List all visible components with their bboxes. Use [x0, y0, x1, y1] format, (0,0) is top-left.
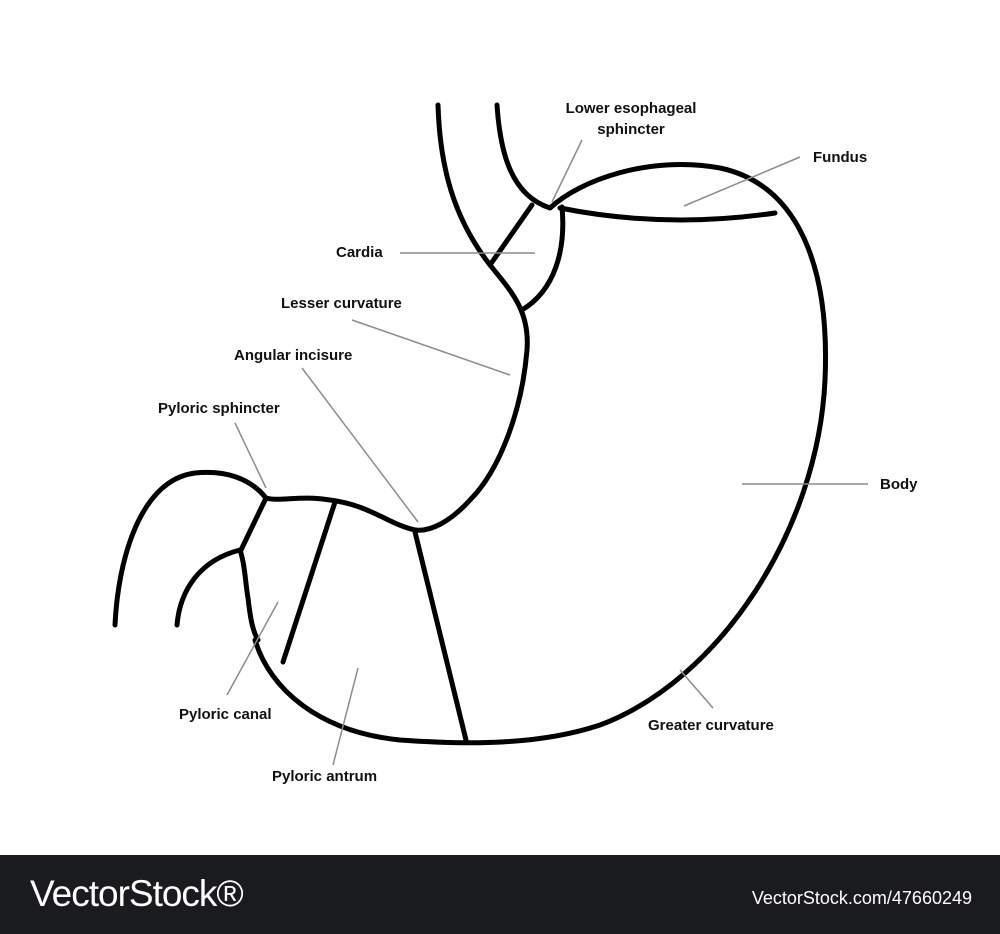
greater-curvature-line	[252, 102, 829, 746]
canal-antrum-divider	[280, 499, 338, 665]
label-lower-esophageal-2: sphincter	[597, 121, 665, 138]
leader-greater-curvature	[679, 669, 714, 709]
vectorstock-logo: VectorStock®	[30, 873, 244, 914]
labels: Lower esophageal sphincter Fundus Cardia…	[158, 100, 918, 785]
leader-pyloric-antrum	[332, 667, 359, 766]
cardia-left-line	[487, 202, 535, 268]
label-body: Body	[880, 476, 918, 493]
leader-pyloric-canal	[226, 601, 279, 696]
label-pyloric-antrum: Pyloric antrum	[272, 768, 377, 785]
fundus-divider	[557, 205, 778, 223]
label-lesser-curvature: Lesser curvature	[281, 295, 402, 312]
leader-fundus	[683, 156, 801, 207]
label-pyloric-canal: Pyloric canal	[179, 706, 272, 723]
lesser-curvature-line	[412, 102, 530, 533]
stomach-diagram: Lower esophageal sphincter Fundus Cardia…	[112, 100, 918, 785]
label-angular-incisure: Angular incisure	[234, 347, 352, 364]
stomach-outline	[112, 102, 829, 746]
label-greater-curvature: Greater curvature	[648, 717, 774, 734]
antrum-body-divider	[412, 529, 469, 743]
duodenum-lower-line	[174, 547, 261, 643]
pyloric-sphincter-divider	[238, 495, 269, 553]
label-fundus: Fundus	[813, 149, 867, 166]
duodenum-upper-line	[112, 469, 269, 628]
pyloric-upper-line	[263, 495, 418, 533]
leader-angular-incisure	[301, 367, 419, 523]
label-cardia: Cardia	[336, 244, 383, 261]
image-id-text: VectorStock.com/47660249	[751, 888, 972, 908]
label-lower-esophageal: Lower esophageal	[566, 100, 697, 117]
leader-lesser-curvature	[351, 319, 511, 376]
cardia-right-line	[519, 204, 566, 313]
label-pyloric-sphincter: Pyloric sphincter	[158, 400, 280, 417]
leader-pyloric-sphincter	[234, 422, 267, 489]
leader-lower-esophageal	[551, 139, 583, 203]
leader-lines	[226, 139, 868, 766]
watermark-footer: VectorStock® VectorStock.com/47660249	[0, 855, 1000, 934]
